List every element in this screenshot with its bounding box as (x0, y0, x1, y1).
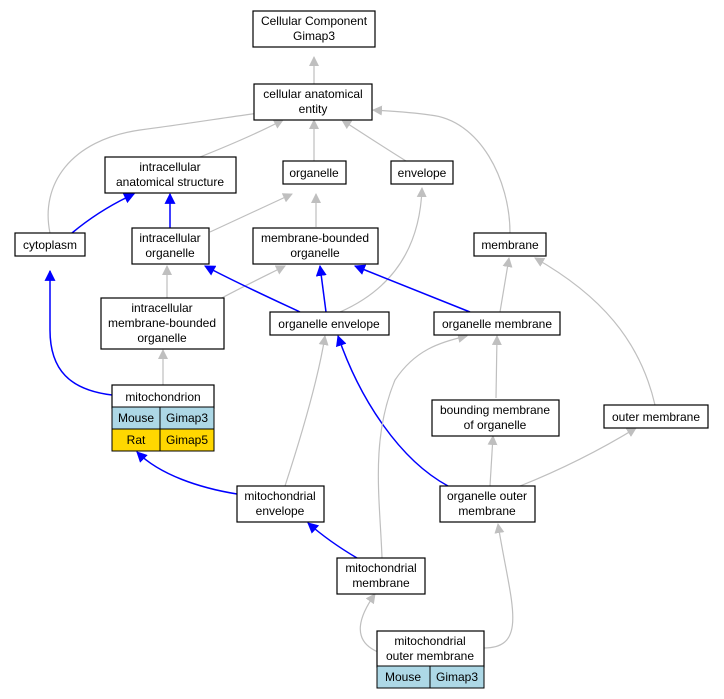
node-organelle-envelope[interactable]: organelle envelope (269, 311, 390, 336)
edge-membrane-to-cae (372, 105, 511, 234)
node-mitochondrial-membrane[interactable]: mitochondrial membrane (336, 557, 426, 595)
node-label-line-2: membrane (458, 504, 516, 518)
edge-mitoouter-to-mitomem (359, 593, 379, 653)
node-label: organelle membrane (442, 317, 552, 331)
node-cellular-anatomical-entity[interactable]: cellular anatomical entity (253, 83, 373, 121)
edge-intraorg-to-organelle (209, 193, 293, 233)
node-label: envelope (398, 166, 447, 180)
node-label-line-2: membrane (352, 576, 410, 590)
gene-label: Gimap3 (166, 411, 208, 425)
edge-cytoplasm-to-ias (71, 193, 135, 234)
node-label-line-1: intracellular (131, 301, 192, 315)
node-intracellular-membrane-bounded-organelle[interactable]: intracellular membrane-bounded organelle (100, 297, 225, 350)
node-label-line-1: mitochondrial (345, 561, 416, 575)
edge-mitomem-to-orgmem (377, 333, 468, 559)
species-label: Mouse (118, 411, 154, 425)
node-cellular-component[interactable]: Cellular Component Gimap3 (252, 10, 376, 48)
edge-orgouter-to-orgenv (336, 334, 449, 487)
annotation-row-rat: Rat Gimap5 (111, 428, 215, 452)
edge-orgmem-to-mbo (353, 264, 471, 313)
edge-orgenv-to-envelope (339, 187, 427, 313)
node-label-line-1: membrane-bounded (261, 231, 369, 245)
edge-orgouter-to-bmo (487, 435, 498, 487)
node-label-line-2: entity (299, 102, 328, 116)
node-label-line-2: anatomical structure (116, 175, 224, 189)
edge-outermem-to-membrane (534, 257, 656, 406)
node-label-line-2: organelle (290, 246, 340, 260)
node-organelle-membrane[interactable]: organelle membrane (433, 311, 561, 336)
node-label-line-1: intracellular (139, 160, 200, 174)
node-label-line-2: envelope (256, 504, 305, 518)
node-label: organelle (289, 166, 339, 180)
node-label: cytoplasm (23, 238, 77, 252)
node-mitochondrion[interactable]: mitochondrion Mouse Gimap3 Rat Gimap5 (111, 384, 215, 452)
edge-cytoplasm-to-cae (47, 107, 269, 234)
edge-bmo-to-orgmem (491, 335, 502, 399)
annotation-row-mouse: Mouse Gimap3 (111, 406, 215, 430)
node-label-line-1: mitochondrial (394, 634, 465, 648)
edge-ias-to-cae (199, 119, 284, 158)
species-label: Mouse (385, 670, 421, 684)
node-label-line-2: membrane-bounded (108, 316, 216, 330)
edge-mitoouter-to-orgouter (483, 523, 514, 649)
node-outer-membrane[interactable]: outer membrane (603, 404, 709, 429)
node-membrane-bounded-organelle[interactable]: membrane-bounded organelle (252, 227, 379, 265)
edge-envelope-to-cae (341, 119, 407, 162)
node-label-line-1: mitochondrial (244, 489, 315, 503)
edge-orgenv-to-intraorg (204, 265, 301, 313)
node-intracellular-organelle[interactable]: intracellular organelle (131, 227, 210, 265)
node-mitochondrial-outer-membrane[interactable]: mitochondrial outer membrane Mouse Gimap… (376, 630, 485, 689)
edge-orgenv-to-mbo (315, 264, 327, 313)
node-bounding-membrane-of-organelle[interactable]: bounding membrane of organelle (431, 399, 560, 437)
node-label-line-1: intracellular (139, 231, 200, 245)
node-label-line-1: Cellular Component (261, 14, 368, 28)
node-label: organelle envelope (278, 317, 380, 331)
edge-orgouter-to-outermem (519, 427, 637, 487)
node-organelle-outer-membrane[interactable]: organelle outer membrane (439, 485, 536, 523)
node-label-line-2: Gimap3 (293, 29, 335, 43)
node-label: outer membrane (612, 410, 700, 424)
node-membrane[interactable]: membrane (473, 232, 547, 257)
node-label-line-3: organelle (137, 331, 187, 345)
node-label-line-1: bounding membrane (440, 403, 550, 417)
node-label: membrane (481, 238, 539, 252)
gene-label: Gimap5 (166, 433, 208, 447)
node-label-line-1: organelle outer (447, 489, 527, 503)
gene-label: Gimap3 (436, 670, 478, 684)
node-label-line-2: outer membrane (386, 649, 474, 663)
edge-mitoenv-to-mito (136, 451, 238, 495)
node-intracellular-anatomical-structure[interactable]: intracellular anatomical structure (104, 156, 237, 194)
node-label-line-1: cellular anatomical (263, 87, 362, 101)
node-cytoplasm[interactable]: cytoplasm (14, 232, 86, 257)
edge-mitomem-to-mitoenv (307, 522, 358, 559)
edge-mito-to-cytoplasm (44, 269, 113, 396)
node-label-line-2: organelle (145, 246, 195, 260)
node-organelle[interactable]: organelle (282, 160, 347, 185)
edge-mitoenv-to-orgenv (284, 335, 329, 487)
annotation-row-mouse: Mouse Gimap3 (376, 665, 485, 689)
edge-imbo-to-mbo (217, 265, 286, 301)
node-envelope[interactable]: envelope (390, 160, 454, 185)
species-label: Rat (127, 433, 146, 447)
node-mitochondrial-envelope[interactable]: mitochondrial envelope (236, 485, 325, 523)
node-label-line-2: of organelle (464, 418, 527, 432)
node-label: mitochondrion (125, 390, 200, 404)
edge-orgmem-to-membrane (499, 257, 513, 313)
